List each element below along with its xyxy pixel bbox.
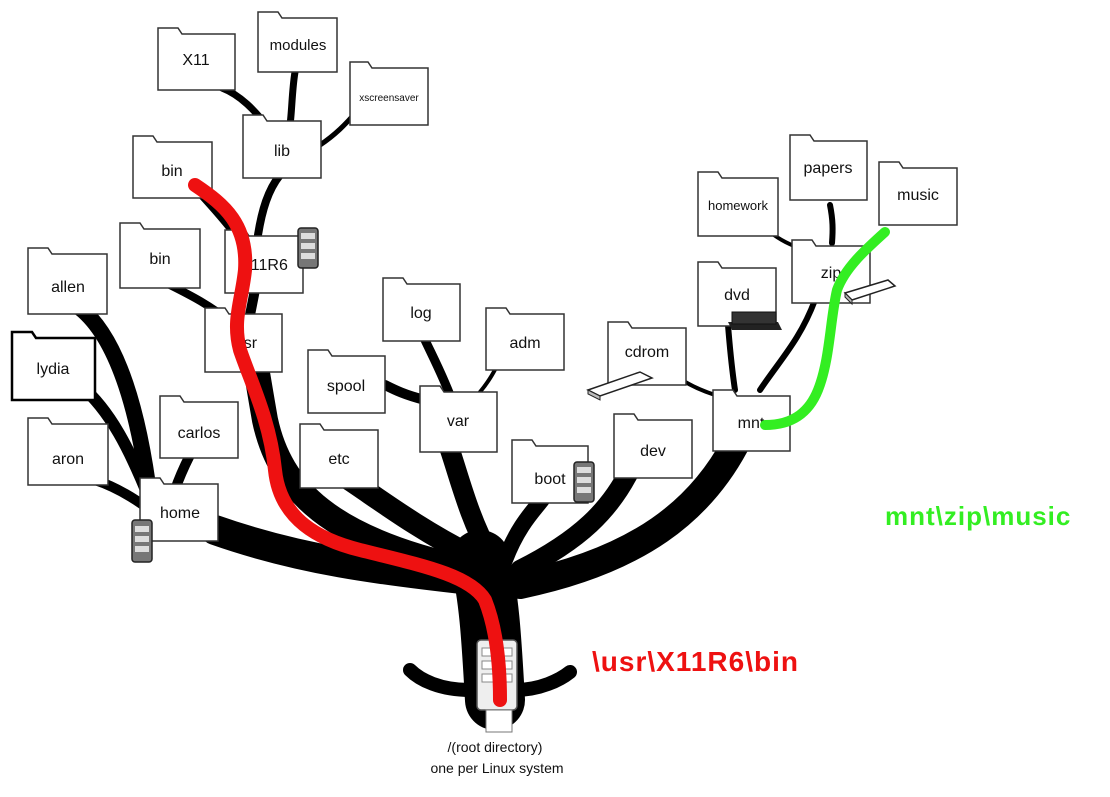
folder-dev[interactable]: dev [613, 413, 693, 479]
server-icon [573, 461, 595, 503]
branch-dvd [725, 322, 738, 393]
folder-var[interactable]: var [419, 385, 498, 453]
folder-label-adm: adm [509, 335, 540, 352]
folder-label-var: var [447, 413, 470, 430]
folder-label-homework: homework [708, 198, 768, 213]
folder-label-boot: boot [534, 471, 566, 488]
branch-mnt [506, 431, 749, 599]
folder-label-cdrom: cdrom [625, 344, 669, 361]
folder-label-bin-mid: bin [149, 251, 170, 268]
folder-log[interactable]: log [382, 277, 461, 342]
folder-home[interactable]: home [139, 477, 219, 542]
green-path-label: mnt\zip\music [885, 501, 1071, 531]
folder-allen[interactable]: allen [27, 247, 108, 315]
server-icon [297, 227, 319, 269]
folder-mnt[interactable]: mnt [712, 389, 791, 452]
folder-spool[interactable]: spool [307, 349, 386, 414]
folder-xscreensaver[interactable]: xscreensaver [349, 61, 429, 126]
root-spread-right [508, 665, 577, 697]
folder-label-xscreensaver: xscreensaver [359, 93, 419, 104]
device-icons [131, 227, 897, 563]
folder-music[interactable]: music [878, 161, 958, 226]
folder-label-lib: lib [274, 143, 290, 160]
branch-var [440, 440, 500, 565]
folder-lydia[interactable]: lydia [10, 330, 97, 402]
branch-papers [827, 202, 836, 246]
folder-etc[interactable]: etc [299, 423, 379, 489]
folder-boot[interactable]: boot [511, 439, 589, 504]
branch-spool [380, 380, 430, 405]
folder-label-allen: allen [51, 279, 85, 296]
folder-x11[interactable]: X11 [157, 27, 236, 91]
folder-aron[interactable]: aron [27, 417, 109, 486]
folder-label-mnt: mnt [738, 415, 765, 432]
folder-papers[interactable]: papers [789, 134, 868, 201]
root-spread-left [403, 663, 477, 697]
usb-drive-icon [586, 371, 654, 401]
server-icon [131, 519, 153, 563]
zip-drive-icon [843, 279, 897, 306]
folder-label-x11: X11 [182, 52, 209, 69]
root-caption-line1: /(root directory) [448, 739, 543, 755]
folder-modules[interactable]: modules [257, 11, 338, 73]
branch-lib [254, 171, 284, 239]
red-path-label: \usr\X11R6\bin [592, 646, 799, 677]
branch-modules [286, 68, 299, 129]
folder-label-dev: dev [640, 443, 666, 460]
folder-label-lydia: lydia [37, 361, 70, 378]
branch-zip [757, 297, 818, 393]
folder-label-aron: aron [52, 451, 84, 468]
folder-label-bin-top: bin [161, 163, 182, 180]
branch-cdrom [680, 378, 717, 397]
green-path-mnt-zip-music [760, 227, 890, 430]
folder-label-modules: modules [270, 37, 327, 54]
branch-allen [72, 300, 158, 508]
folder-adm[interactable]: adm [485, 307, 565, 371]
folder-label-dvd: dvd [724, 287, 750, 304]
folder-zip[interactable]: zip [791, 239, 871, 304]
dvd-drive-icon [728, 311, 782, 330]
folder-label-carlos: carlos [178, 425, 221, 442]
folder-carlos[interactable]: carlos [159, 395, 239, 459]
folder-label-home: home [160, 505, 200, 522]
red-path-usr-x11r6-bin [188, 178, 507, 707]
folders: X11 modules xscreensaver lib bin X11R6 b… [10, 11, 958, 542]
branch-dev [510, 460, 640, 580]
branch-log [420, 335, 455, 400]
folder-homework[interactable]: homework [697, 171, 779, 237]
folder-dvd[interactable]: dvd [697, 261, 777, 327]
folder-label-zip: zip [821, 265, 842, 282]
folder-label-papers: papers [804, 160, 853, 177]
folder-cdrom[interactable]: cdrom [607, 321, 687, 386]
folder-label-spool: spool [327, 378, 365, 395]
folder-label-music: music [897, 187, 939, 204]
folder-label-etc: etc [328, 451, 349, 468]
root-caption-line2: one per Linux system [430, 760, 563, 776]
folder-lib[interactable]: lib [242, 114, 322, 179]
folder-bin-mid[interactable]: bin [119, 222, 201, 289]
folder-label-log: log [410, 305, 431, 322]
